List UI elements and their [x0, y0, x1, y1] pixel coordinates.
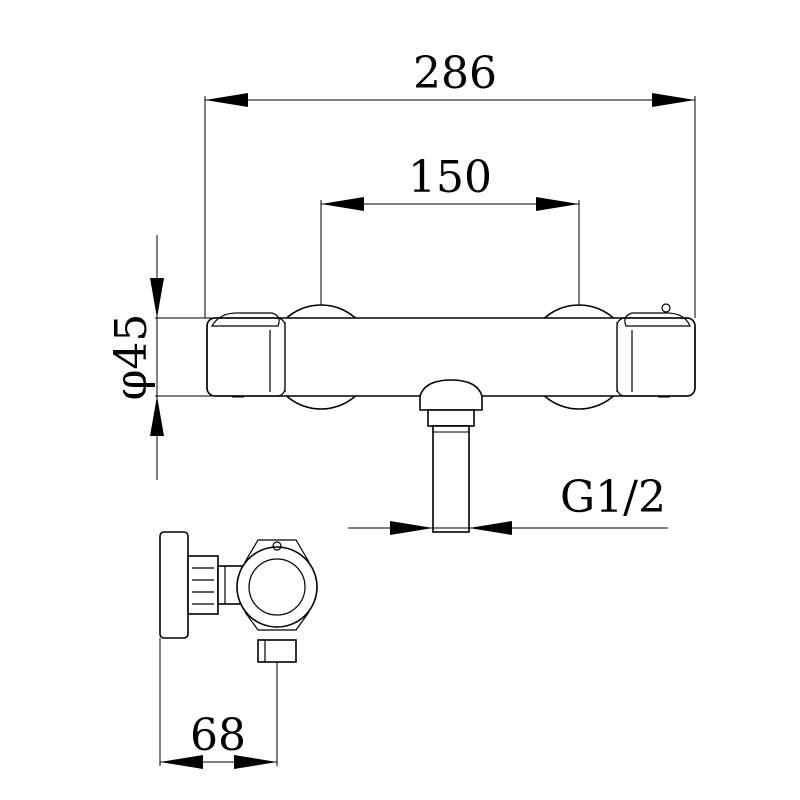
dimension-body-diameter: φ45 [106, 235, 212, 480]
wall-flange [159, 531, 189, 639]
dim-label-body-diameter: φ45 [106, 314, 157, 401]
hex-nut [187, 555, 219, 615]
dimension-wall-depth: 68 [159, 638, 278, 769]
dimension-overall-width: 286 [204, 48, 696, 318]
left-handle [206, 312, 286, 398]
right-handle [616, 303, 696, 398]
dimension-outlet-thread: G1/2 [348, 472, 668, 535]
side-outlet-stub [257, 639, 297, 663]
outlet-fitting [419, 379, 483, 533]
front-view [206, 303, 696, 533]
dim-label-inlet-spacing: 150 [408, 152, 492, 203]
dim-label-outlet-thread: G1/2 [560, 472, 666, 523]
dim-label-wall-depth: 68 [190, 710, 246, 761]
side-view [159, 531, 318, 663]
dim-label-overall-width: 286 [413, 48, 497, 99]
dimension-inlet-spacing: 150 [320, 152, 580, 305]
